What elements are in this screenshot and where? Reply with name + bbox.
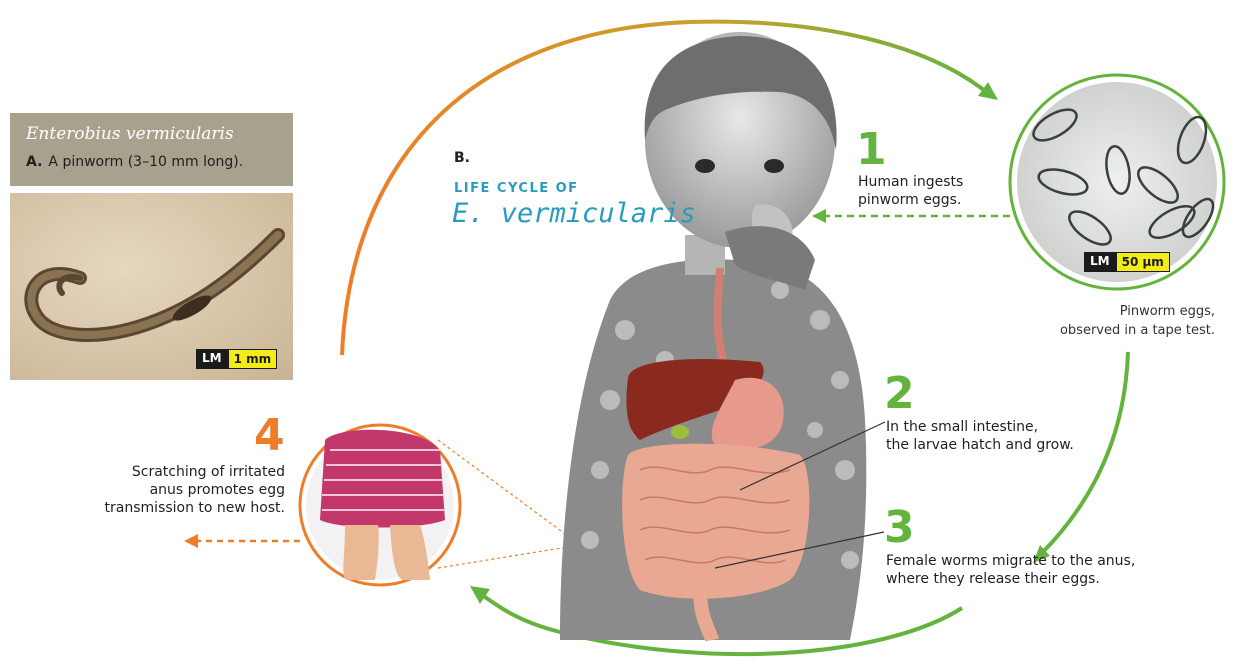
scale-label: 50 µm (1116, 252, 1170, 272)
step-4-number: 4 (254, 414, 285, 458)
step-2-number: 2 (884, 372, 915, 416)
step-3-line1: Female worms migrate to the anus, (886, 552, 1135, 570)
step-1-text: Human ingests pinworm eggs. (858, 173, 963, 209)
eggs-caption-line1: Pinworm eggs, (1000, 302, 1215, 321)
scratching-illustration-circle (300, 425, 460, 585)
ingest-arrow-head (812, 209, 826, 223)
step-2-line2: the larvae hatch and grow. (886, 436, 1074, 454)
eggs-caption: Pinworm eggs, observed in a tape test. (1000, 302, 1215, 340)
step-2-text: In the small intestine, the larvae hatch… (886, 418, 1074, 454)
arrow-head-bottom (470, 586, 490, 604)
panel-b-letter: B. (454, 150, 470, 166)
step-4-line1: Scratching of irritated (60, 463, 285, 481)
transmission-arrow-head (184, 534, 198, 548)
step-1-number: 1 (856, 128, 887, 172)
step-1-line2: pinworm eggs. (858, 191, 963, 209)
step-1-line1: Human ingests (858, 173, 963, 191)
panel-b-title-line2: E. vermicularis (452, 198, 696, 229)
step-3-line2: where they release their eggs. (886, 570, 1135, 588)
gallbladder (671, 425, 689, 439)
lm-label: LM (1084, 252, 1116, 272)
step-4-line3: transmission to new host. (60, 499, 285, 517)
panel-b-title-line1: LIFE CYCLE OF (454, 181, 579, 196)
step-2-line1: In the small intestine, (886, 418, 1074, 436)
step-4-line2: anus promotes egg (60, 481, 285, 499)
arrow-head-top (978, 82, 998, 100)
step-4-text: Scratching of irritated anus promotes eg… (60, 463, 285, 517)
zoom-line-lower (438, 545, 580, 568)
step-3-text: Female worms migrate to the anus, where … (886, 552, 1135, 588)
step-3-number: 3 (884, 506, 915, 550)
eggs-caption-line2: observed in a tape test. (1000, 321, 1215, 340)
eggs-scale-badge: LM 50 µm (1084, 252, 1170, 272)
